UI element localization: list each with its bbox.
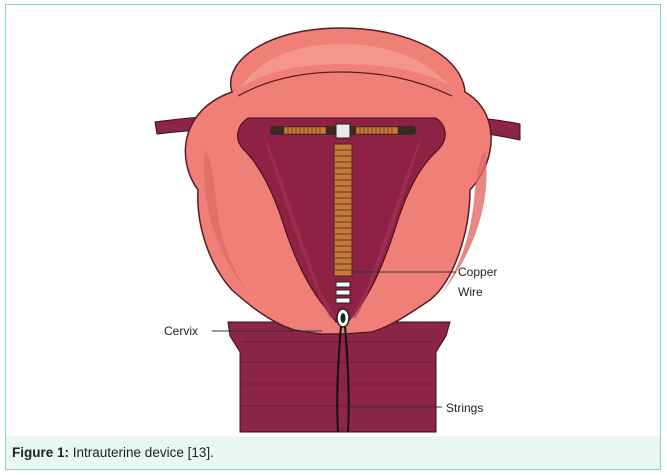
label-strings: Strings [446,401,483,415]
label-copper-line1: Copper [458,265,497,279]
copper-coil-stem [334,144,352,276]
copper-coil-right [356,127,398,134]
caption-text: Intrauterine device [13]. [69,445,214,460]
label-copper-line2: Wire [458,285,483,299]
copper-coil-left [284,127,326,134]
caption-prefix: Figure 1: [12,445,69,460]
label-cervix: Cervix [164,324,198,338]
figure-caption: Figure 1: Intrauterine device [13]. [12,445,214,460]
